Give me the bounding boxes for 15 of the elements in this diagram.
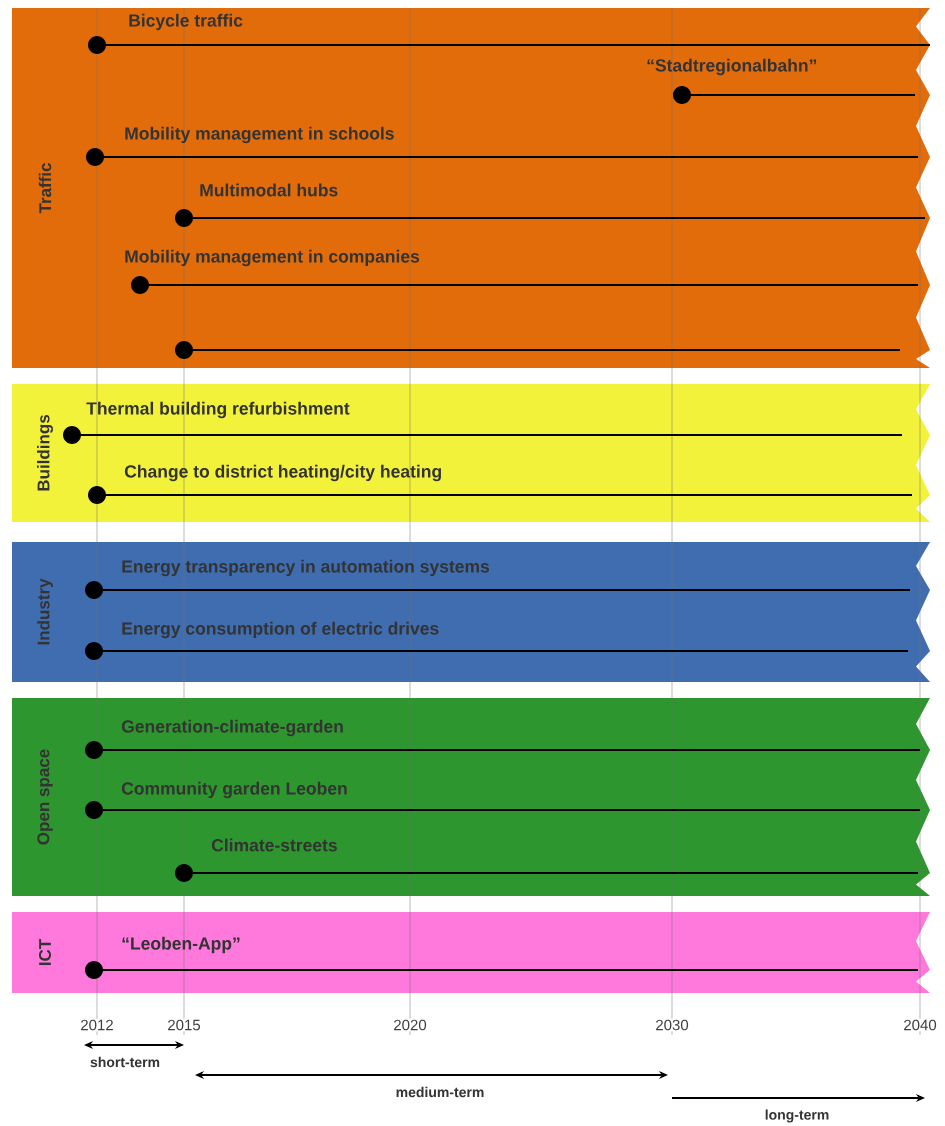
measure-label: Climate-streets xyxy=(211,838,337,852)
measure-label: Energy transparency in automation systems xyxy=(122,559,490,577)
term-label: long-term xyxy=(763,1108,831,1124)
measure-label: “Leoben-App” xyxy=(122,936,240,954)
measure-label: Mobility management in companies xyxy=(125,249,420,267)
measure-label: Community garden Leoben xyxy=(121,781,347,799)
measure-label: Generation-climate-garden xyxy=(121,719,343,737)
measure-label: Thermal building refurbishment xyxy=(86,401,350,419)
measure-label: Energy consumption of electric drives xyxy=(122,621,439,639)
measure-label: Mobility management in schools xyxy=(125,126,394,144)
measure-label: “Stadtregionalbahn” xyxy=(647,58,817,76)
measure-label: Multimodal hubs xyxy=(200,183,338,197)
measure-label: Change to district heating/city heating xyxy=(124,464,441,482)
timeline-bar xyxy=(175,341,900,359)
measure-label: Bicycle traffic xyxy=(129,13,243,31)
